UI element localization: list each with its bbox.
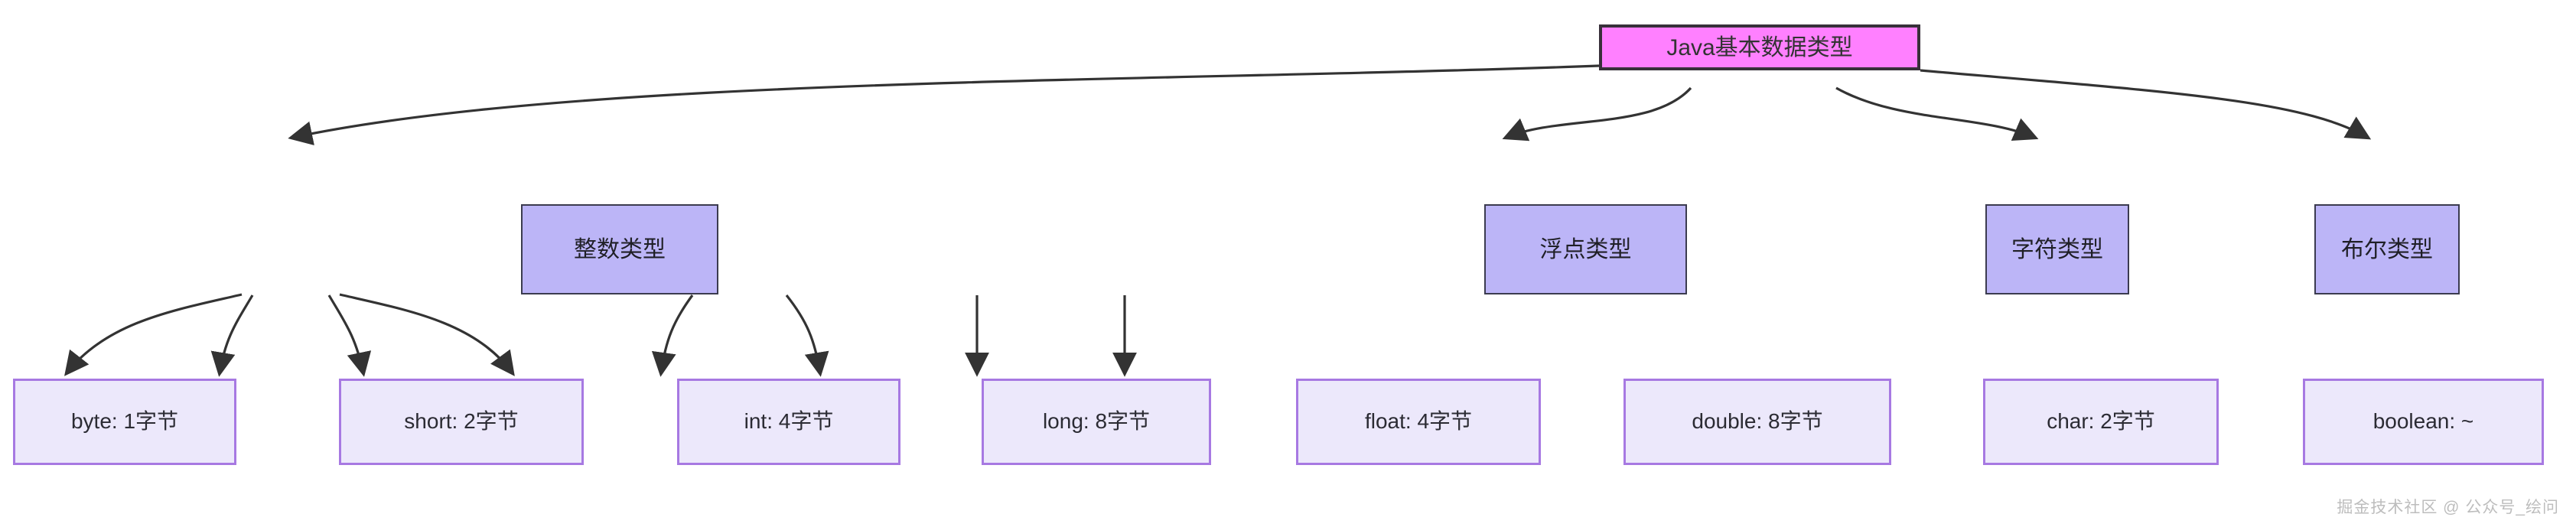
node-byte[interactable]: byte: 1字节 [13,379,236,465]
node-char-label: char: 2字节 [2047,409,2155,434]
edge-root-to-float-group [1502,86,1692,142]
watermark: 掘金技术社区 @ 公众号_绘问 [2337,499,2559,516]
node-double[interactable]: double: 8字节 [1623,379,1891,465]
node-long-label: long: 8字节 [1042,409,1151,434]
node-short-label: short: 2字节 [404,409,519,434]
node-float[interactable]: float: 4字节 [1296,379,1541,465]
node-boolean-label: boolean: ~ [2372,409,2474,434]
edge-float-group-to-double [785,294,829,377]
edge-int-group-to-byte [64,293,243,376]
node-bool-group-label: 布尔类型 [2341,236,2433,262]
edge-root-to-bool-group [1920,69,2372,140]
node-root[interactable]: Java基本数据类型 [1599,24,1920,70]
node-bool-group[interactable]: 布尔类型 [2314,204,2460,294]
edge-int-group-to-short [210,294,254,377]
node-byte-label: byte: 1字节 [70,409,179,434]
node-root-label: Java基本数据类型 [1666,34,1853,60]
node-int-group-label: 整数类型 [574,236,666,262]
node-int-group[interactable]: 整数类型 [521,204,718,294]
node-int-label: int: 4字节 [744,409,834,434]
edge-root-to-char-group [1835,86,2039,142]
node-char-group-label: 字符类型 [2011,236,2103,262]
node-boolean[interactable]: boolean: ~ [2303,379,2544,465]
edge-int-group-to-long [339,293,515,376]
node-short[interactable]: short: 2字节 [339,379,584,465]
edge-root-to-int-group [288,64,1600,146]
node-float-group-label: 浮点类型 [1539,236,1632,262]
node-float-group[interactable]: 浮点类型 [1484,204,1687,294]
node-float-label: float: 4字节 [1364,409,1473,434]
node-int[interactable]: int: 4字节 [677,379,900,465]
node-double-label: double: 8字节 [1692,409,1823,434]
node-char[interactable]: char: 2字节 [1983,379,2219,465]
edge-float-group-to-float [651,294,694,377]
edge-int-group-to-int [327,294,372,377]
node-long[interactable]: long: 8字节 [982,379,1211,465]
node-char-group[interactable]: 字符类型 [1985,204,2129,294]
